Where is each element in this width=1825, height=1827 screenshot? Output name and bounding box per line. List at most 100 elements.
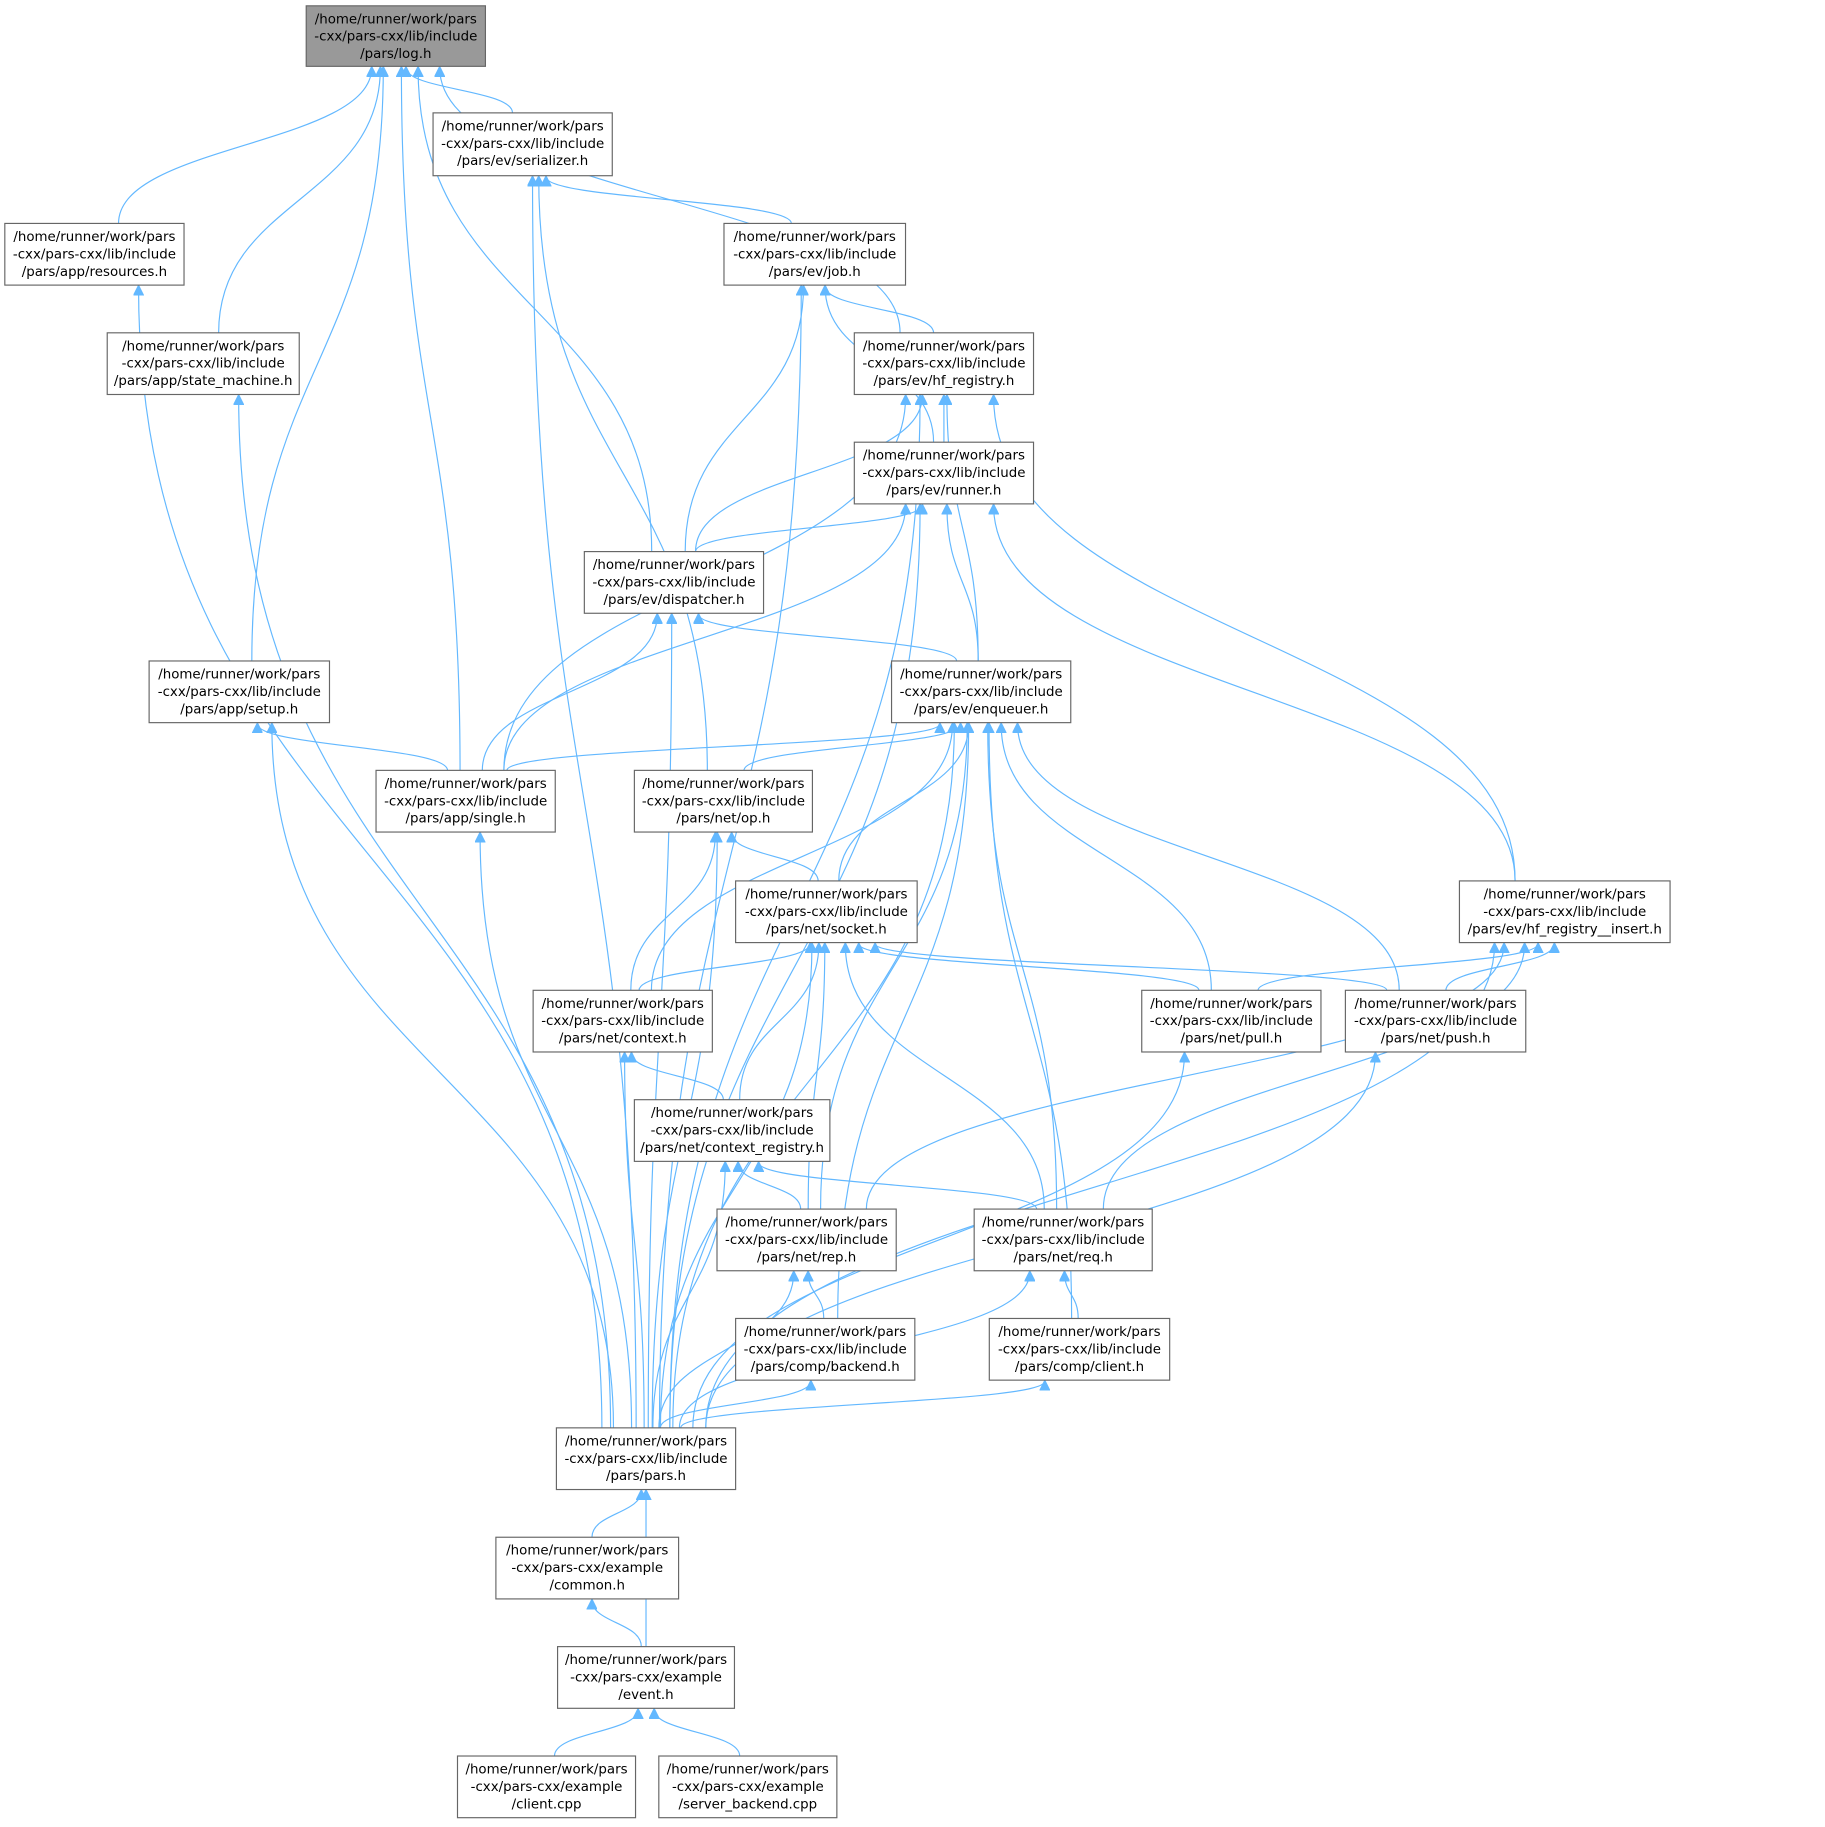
- node-label-line: /home/runner/work/pars: [158, 667, 320, 682]
- edge-pars-to-backend: [659, 1381, 811, 1429]
- node-label-line: -cxx/pars-cxx/lib/include: [900, 685, 1063, 700]
- edge-state_machine-to-log: [218, 67, 381, 333]
- node-pars[interactable]: /home/runner/work/pars-cxx/pars-cxx/lib/…: [555, 1427, 737, 1491]
- node-label-line: -cxx/pars-cxx/lib/include: [862, 466, 1025, 481]
- node-event[interactable]: /home/runner/work/pars-cxx/pars-cxx/exam…: [556, 1646, 736, 1709]
- node-setup[interactable]: /home/runner/work/pars-cxx/pars-cxx/lib/…: [148, 660, 331, 724]
- node-single[interactable]: /home/runner/work/pars-cxx/pars-cxx/lib/…: [375, 769, 556, 833]
- edge-req-to-context_registry: [759, 1163, 1038, 1210]
- node-label-line: /home/runner/work/pars: [863, 449, 1025, 464]
- node-hf-registry[interactable]: /home/runner/work/pars-cxx/pars-cxx/lib/…: [853, 332, 1035, 396]
- edge-socket-to-enqueuer: [838, 724, 969, 881]
- edge-single-to-runner: [503, 505, 906, 771]
- edge-event-to-common: [592, 1600, 642, 1647]
- node-label-line: /server_backend.cpp: [679, 1797, 818, 1812]
- node-box: [375, 769, 556, 833]
- node-label-line: /pars/app/state_machine.h: [114, 374, 293, 389]
- edge-serializer-to-log: [406, 67, 514, 114]
- node-context-registry[interactable]: /home/runner/work/pars-cxx/pars-cxx/lib/…: [633, 1099, 831, 1162]
- edge-hf_insert-to-runner: [994, 505, 1516, 881]
- node-label-line: /home/runner/work/pars: [442, 119, 604, 134]
- node-label-line: -cxx/pars-cxx/example: [471, 1780, 623, 1795]
- node-label-line: -cxx/pars-cxx/lib/include: [314, 30, 477, 45]
- node-runner[interactable]: /home/runner/work/pars -cxx/pars-cxx/lib/…: [853, 441, 1035, 505]
- node-server-backend[interactable]: /home/runner/work/pars-cxx/pars-cxx/exam…: [658, 1755, 838, 1819]
- node-label-line: /pars/net/op.h: [676, 812, 770, 827]
- node-enqueuer[interactable]: /home/runner/work/pars-cxx/pars-cxx/lib/…: [890, 660, 1072, 724]
- node-label-line: /home/runner/work/pars: [542, 997, 704, 1012]
- node-label-line: /pars/app/single.h: [406, 812, 526, 827]
- edge-hf_registry-to-job: [825, 286, 935, 333]
- node-label-line: /pars/pars.h: [606, 1469, 686, 1484]
- node-box: [305, 5, 487, 67]
- node-hf-insert[interactable]: /home/runner/work/pars-cxx/pars-cxx/lib/…: [1458, 880, 1671, 944]
- node-log[interactable]: /home/runner/work/pars-cxx/pars-cxx/lib/…: [305, 5, 487, 67]
- edge-enqueuer-to-hf_registry: [947, 396, 979, 661]
- node-box: [556, 1646, 736, 1709]
- node-label-line: /home/runner/work/pars: [726, 1216, 888, 1231]
- node-job[interactable]: /home/runner/work/pars -cxx/pars-cxx/lib/…: [723, 222, 907, 286]
- node-resources[interactable]: /home/runner/work/pars-cxx/pars-cxx/lib/…: [4, 222, 185, 286]
- node-label-line: /home/runner/work/pars: [734, 230, 896, 245]
- node-push[interactable]: /home/runner/work/pars-cxx/pars-cxx/lib/…: [1344, 989, 1527, 1053]
- node-label-line: /home/runner/work/pars: [1355, 997, 1517, 1012]
- node-label-line: -cxx/pars-cxx/lib/include: [744, 1342, 907, 1357]
- node-rep[interactable]: /home/runner/work/pars-cxx/pars-cxx/lib/…: [716, 1208, 897, 1272]
- node-label-line: -cxx/pars-cxx/lib/include: [733, 247, 896, 262]
- node-box: [633, 1099, 831, 1162]
- node-client-cpp[interactable]: /home/runner/work/pars-cxx/pars-cxx/exam…: [456, 1755, 637, 1819]
- edge-pars-to-serializer: [533, 177, 637, 1428]
- edge-dispatcher-to-log: [418, 67, 653, 552]
- edge-push-to-hf_insert: [1445, 944, 1555, 991]
- node-common[interactable]: /home/runner/work/pars -cxx/pars-cxx/exam…: [495, 1536, 680, 1600]
- node-req[interactable]: /home/runner/work/pars-cxx/pars-cxx/lib/…: [973, 1208, 1153, 1272]
- node-op[interactable]: /home/runner/work/pars-cxx/pars-cxx/lib/…: [633, 769, 814, 833]
- node-backend[interactable]: /home/runner/work/pars -cxx/pars-cxx/lib/…: [735, 1317, 916, 1381]
- edge-single-to-setup: [257, 724, 449, 771]
- node-label-line: /pars/app/resources.h: [22, 265, 167, 280]
- edge-server_backend-to-event: [654, 1709, 741, 1757]
- node-label-line: /pars/ev/enqueuer.h: [914, 702, 1048, 717]
- node-label-line: -cxx/pars-cxx/lib/include: [13, 247, 176, 262]
- node-state-machine[interactable]: /home/runner/work/pars-cxx/pars-cxx/lib/…: [106, 332, 300, 396]
- edge-rep-to-enqueuer: [819, 724, 968, 1210]
- node-label-line: /pars/app/setup.h: [180, 702, 298, 717]
- edge-client_cpp-to-event: [553, 1709, 638, 1757]
- edge-pars-to-resources: [139, 286, 603, 1428]
- node-dispatcher[interactable]: /home/runner/work/pars-cxx/pars-cxx/lib/…: [583, 551, 765, 614]
- node-pull[interactable]: /home/runner/work/pars-cxx/pars-cxx/lib/…: [1141, 989, 1322, 1053]
- node-label-line: -cxx/pars-cxx/example: [511, 1561, 663, 1576]
- node-label-line: /pars/net/socket.h: [766, 922, 887, 937]
- node-label-line: /home/runner/work/pars: [744, 1325, 906, 1340]
- node-label-line: /pars/ev/hf_registry__insert.h: [1468, 922, 1662, 937]
- edges-layer: [117, 67, 1555, 1757]
- node-label-line: -cxx/pars-cxx/lib/include: [541, 1014, 704, 1029]
- node-socket[interactable]: /home/runner/work/pars-cxx/pars-cxx/lib/…: [735, 880, 918, 944]
- node-label-line: /pars/ev/hf_registry.h: [874, 374, 1015, 389]
- edge-setup-to-log: [251, 67, 383, 661]
- node-serializer[interactable]: /home/runner/work/pars-cxx/pars-cxx/lib/…: [432, 112, 613, 177]
- node-client-h[interactable]: /home/runner/work/pars-cxx/pars-cxx/lib/…: [988, 1317, 1171, 1381]
- node-label-line: /home/runner/work/pars: [506, 1544, 668, 1559]
- node-label-line: /home/runner/work/pars: [565, 1653, 727, 1668]
- node-box: [1141, 989, 1322, 1053]
- edge-rep-to-socket: [807, 944, 825, 1210]
- node-context[interactable]: /home/runner/work/pars -cxx/pars-cxx/lib/…: [532, 989, 713, 1053]
- edge-context-to-op: [630, 833, 716, 991]
- node-box: [106, 332, 300, 396]
- node-label-line: -cxx/pars-cxx/lib/include: [998, 1342, 1161, 1357]
- edge-pars-to-setup: [272, 724, 615, 1428]
- node-box: [1458, 880, 1671, 944]
- edge-push-to-enqueuer: [1018, 724, 1400, 991]
- edge-client_h-to-req: [1065, 1272, 1079, 1319]
- node-label-line: /pars/ev/serializer.h: [457, 154, 588, 169]
- node-label-line: -cxx/pars-cxx/lib/include: [1150, 1014, 1313, 1029]
- edge-context_registry-to-context: [631, 1053, 724, 1100]
- node-label-line: /home/runner/work/pars: [565, 1434, 727, 1449]
- node-box: [973, 1208, 1153, 1272]
- edge-backend-to-enqueuer: [837, 724, 969, 1319]
- node-box: [555, 1427, 737, 1491]
- node-label-line: /home/runner/work/pars: [593, 558, 755, 573]
- nodes-layer: /home/runner/work/pars -cxx/pars-cxx/lib/…: [4, 5, 1671, 1819]
- edge-pull-to-enqueuer: [1001, 724, 1212, 991]
